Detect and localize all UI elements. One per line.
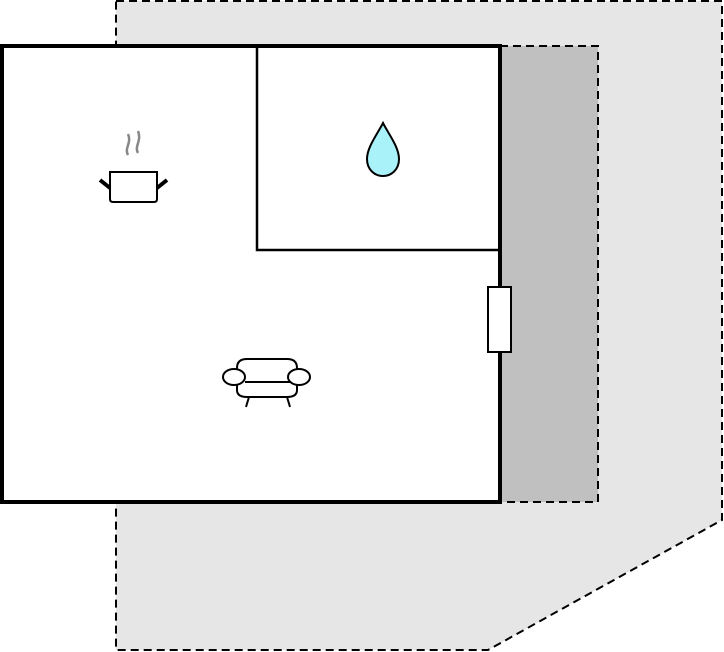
sofa-icon bbox=[222, 358, 311, 408]
window-icon bbox=[487, 286, 512, 353]
cooking-pot-icon bbox=[98, 130, 169, 203]
balcony bbox=[499, 45, 599, 503]
water-drop-icon bbox=[365, 120, 401, 178]
